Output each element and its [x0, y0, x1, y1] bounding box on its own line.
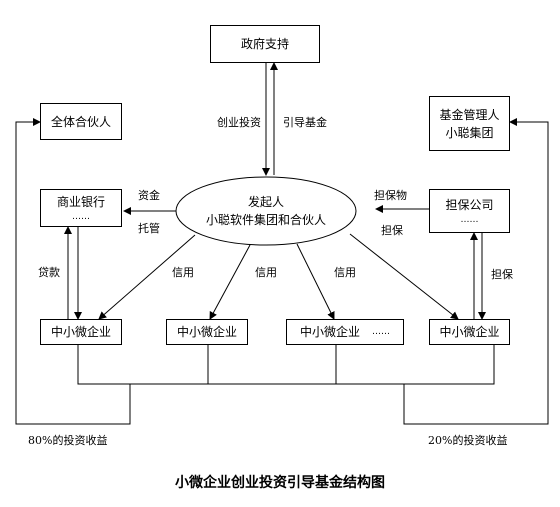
initiator-node: 发起人 小聪软件集团和合伙人 — [176, 193, 356, 229]
all-partners-node: 全体合伙人 — [40, 103, 122, 140]
label-return-20: 20%的投资收益 — [428, 434, 508, 447]
bank-label: 商业银行 — [56, 195, 105, 209]
arrow-credit-sme1 — [98, 234, 196, 320]
arrow-credit-sme4 — [349, 233, 459, 320]
label-venture-invest: 创业投资 — [217, 116, 261, 129]
returns-collector-line — [77, 345, 495, 385]
diagram-title: 小微企业创业投资引导基金结构图 — [175, 475, 385, 491]
label-credit-3: 信用 — [334, 266, 356, 279]
arrow-return-20 — [403, 118, 549, 425]
arrow-credit-sme3 — [296, 243, 335, 320]
initiator-ellipse — [175, 176, 357, 246]
sme-node-1: 中小微企业 — [40, 319, 122, 345]
sme-node-4: 中小微企业 — [429, 319, 510, 345]
guarantor-label: 担保公司 — [445, 198, 494, 212]
guarantor-ellipsis: …… — [460, 215, 479, 225]
all-partners-label: 全体合伙人 — [50, 114, 111, 129]
label-guarantee-sme: 担保 — [491, 268, 513, 281]
label-capital: 资金 — [138, 189, 160, 202]
sme-label: 中小微企业 — [299, 325, 360, 339]
label-guide-fund: 引导基金 — [283, 116, 327, 129]
fund-manager-node: 基金管理人 小聪集团 — [429, 96, 510, 151]
label-custody: 托管 — [138, 222, 160, 235]
label-credit-2: 信用 — [255, 266, 277, 279]
fund-manager-sublabel: 小聪集团 — [445, 125, 494, 140]
arrow-credit-sme2 — [209, 244, 251, 320]
gov-support-node: 政府支持 — [210, 25, 320, 63]
label-loan: 贷款 — [38, 266, 60, 279]
sme-ellipsis: …… — [372, 327, 390, 337]
guarantor-node: 担保公司 …… — [429, 189, 510, 233]
bank-ellipsis: …… — [72, 212, 90, 222]
initiator-sublabel: 小聪软件集团和合伙人 — [205, 213, 326, 227]
commercial-bank-node: 商业银行 …… — [40, 189, 122, 227]
label-credit-1: 信用 — [172, 266, 194, 279]
fund-manager-label: 基金管理人 — [439, 107, 500, 122]
label-guarantee: 担保 — [381, 224, 403, 237]
initiator-label: 发起人 — [247, 195, 284, 209]
gov-support-label: 政府支持 — [240, 37, 289, 51]
sme-label: 中小微企业 — [439, 325, 500, 339]
label-guarantee-object: 担保物 — [374, 189, 407, 202]
sme-label: 中小微企业 — [50, 325, 111, 339]
label-return-80: 80%的投资收益 — [28, 434, 108, 447]
sme-node-2: 中小微企业 — [166, 319, 248, 345]
sme-label: 中小微企业 — [176, 325, 237, 339]
sme-node-3: 中小微企业 …… — [286, 319, 404, 345]
arrow-return-80 — [15, 118, 131, 425]
